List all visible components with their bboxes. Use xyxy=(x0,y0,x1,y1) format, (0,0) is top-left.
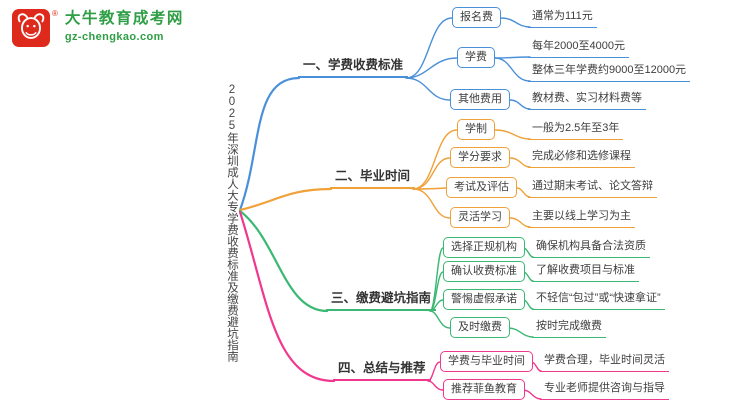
topic-box: 学分要求 xyxy=(450,147,510,168)
root-topic: 2025年深圳成人大专学费收费标准及缴费避坑指南 xyxy=(226,84,238,362)
topic-box: 学制 xyxy=(457,119,495,140)
topic-box: 学费与毕业时间 xyxy=(440,351,533,372)
topic-box: 选择正规机构 xyxy=(443,237,525,258)
topic-box: 灵活学习 xyxy=(450,207,510,228)
site-logo: ® 大牛教育成考网 gz-chengkao.com xyxy=(12,9,184,47)
value-label: 一般为2.5年至3年 xyxy=(528,121,624,140)
topic-box: 推荐菲鱼教育 xyxy=(443,379,525,400)
branch-label-graduation-time: 二、毕业时间 xyxy=(330,167,416,189)
brand-name: 大牛教育成考网 xyxy=(64,10,184,27)
topic-box: 报名费 xyxy=(452,7,501,28)
value-label: 了解收费项目与标准 xyxy=(532,263,639,282)
value-label: 通过期末考试、论文答辩 xyxy=(528,179,657,198)
value-label: 教材费、实习材料费等 xyxy=(528,91,646,110)
branch-label-summary: 四、总结与推荐 xyxy=(333,359,431,381)
bull-logo-icon xyxy=(12,9,50,47)
topic-box: 确认收费标准 xyxy=(443,261,525,282)
value-label: 主要以线上学习为主 xyxy=(528,209,635,228)
topic-box: 学费 xyxy=(457,47,495,68)
value-label: 通常为111元 xyxy=(528,9,597,28)
value-label: 整体三年学费约9000至12000元 xyxy=(528,63,691,82)
brand-domain: gz-chengkao.com xyxy=(64,31,164,43)
value-label: 学费合理，毕业时间灵活 xyxy=(540,353,669,372)
value-label: 专业老师提供咨询与指导 xyxy=(540,381,669,400)
topic-box: 其他费用 xyxy=(450,89,510,110)
value-label: 每年2000至4000元 xyxy=(528,39,629,58)
topic-box: 考试及评估 xyxy=(446,177,517,198)
topic-box: 警惕虚假承诺 xyxy=(443,289,525,310)
value-label: 不轻信“包过”或“快速拿证” xyxy=(532,291,665,310)
value-label: 完成必修和选修课程 xyxy=(528,149,635,168)
branch-label-payment-guide: 三、缴费避坑指南 xyxy=(326,289,437,311)
topic-box: 及时缴费 xyxy=(450,317,510,338)
registered-trademark-icon: ® xyxy=(52,9,58,18)
value-label: 确保机构具备合法资质 xyxy=(532,239,650,258)
branch-label-tuition-fees: 一、学费收费标准 xyxy=(298,56,409,78)
value-label: 按时完成缴费 xyxy=(532,319,606,338)
